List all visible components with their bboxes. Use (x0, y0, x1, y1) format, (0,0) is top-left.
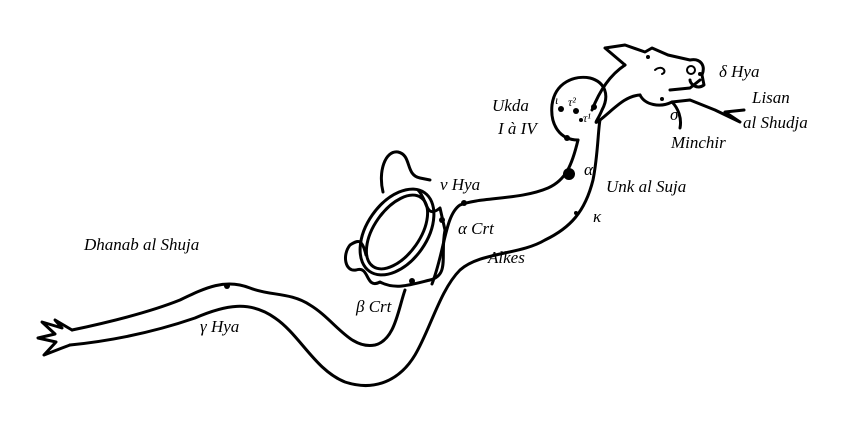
label-alpha-crt: α Crt (458, 219, 495, 238)
star-alpha-crt (439, 217, 445, 223)
star-head (646, 55, 650, 59)
ukda-globe (550, 75, 608, 142)
star-tau1 (579, 118, 583, 122)
star-kappa (574, 211, 578, 215)
label-delta-hya: δ Hya (719, 62, 759, 81)
tail-tuft (36, 318, 74, 357)
star-alpha-hya (563, 168, 575, 180)
label-alkes: Alkes (487, 248, 525, 267)
stars (224, 55, 702, 289)
label-ukda-range: I à IV (497, 119, 539, 138)
label-alpha: α (584, 160, 594, 179)
serpent-neck (590, 63, 642, 122)
label-minchir: Minchir (670, 133, 726, 152)
label-kappa: κ (593, 207, 602, 226)
label-ukda: Ukda (492, 96, 529, 115)
label-dhanab: Dhanab al Shuja (83, 235, 199, 254)
label-iota: ι (555, 93, 558, 107)
serpent-body-lower (68, 118, 602, 387)
label-unk-al-suja: Unk al Suja (606, 177, 686, 196)
star-tau2 (573, 108, 579, 114)
star-iota (558, 106, 564, 112)
star-sigma (660, 97, 664, 101)
star-gamma-hya (224, 283, 230, 289)
label-nu-hya: ν Hya (440, 175, 480, 194)
serpent-head (603, 43, 746, 130)
label-beta-crt: β Crt (355, 297, 393, 316)
label-sigma: σ (670, 105, 679, 124)
label-tau2: τ² (568, 95, 576, 109)
label-gamma-hya: γ Hya (200, 317, 239, 336)
star-nu-hya (461, 200, 467, 206)
serpent-body-upper (70, 282, 407, 347)
crater-cup (343, 150, 447, 288)
star-beta-crt (409, 278, 415, 284)
label-al-shudja: al Shudja (743, 113, 808, 132)
star-delta (698, 72, 702, 76)
star-globe-2 (564, 135, 570, 141)
label-tau1: τ¹ (583, 111, 591, 125)
star-globe (591, 104, 597, 110)
label-lisan: Lisan (751, 88, 790, 107)
